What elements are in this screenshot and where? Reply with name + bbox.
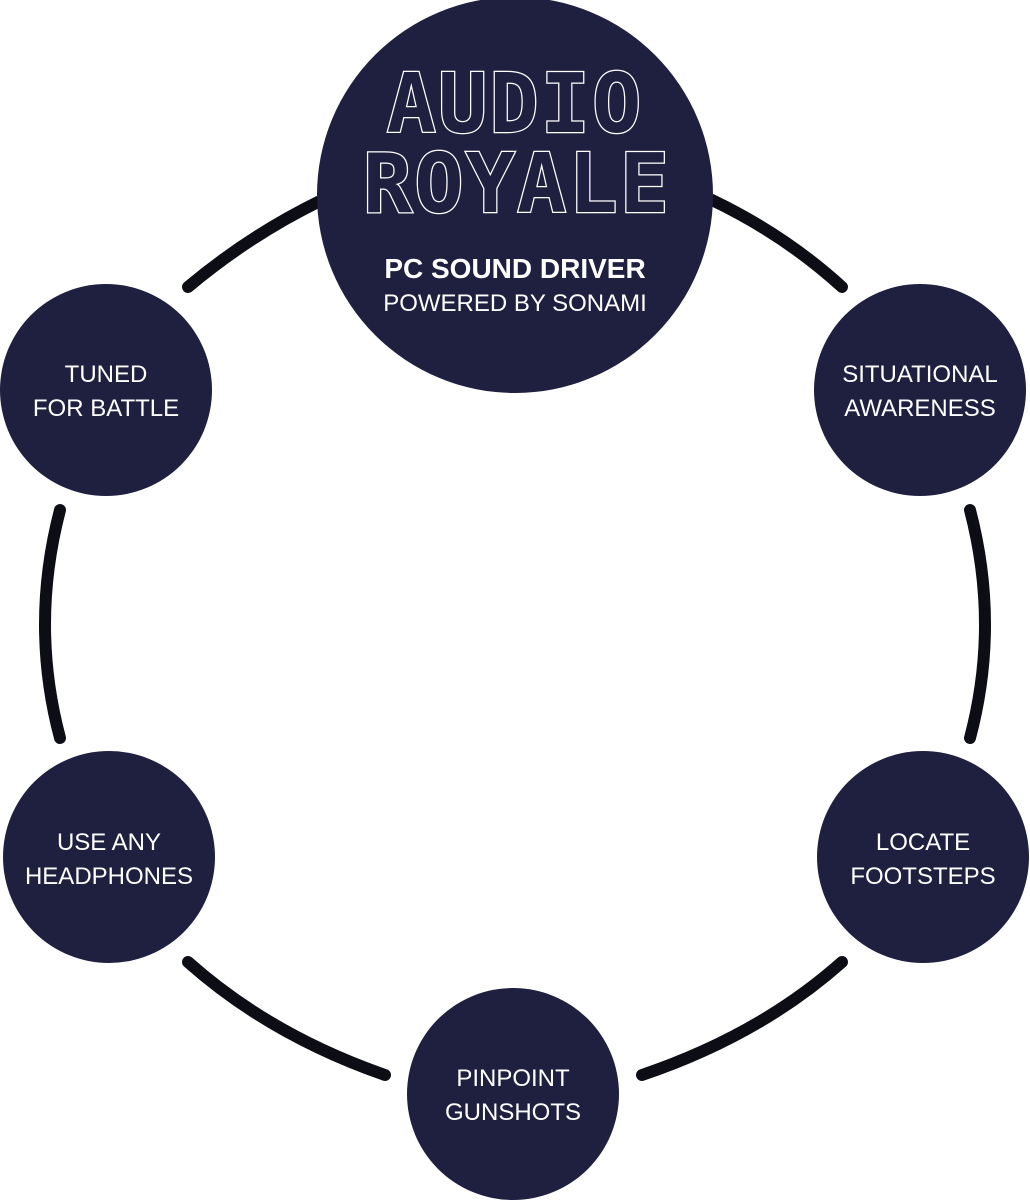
center-node: AUDIO ROYALE PC SOUND DRIVER POWERED BY … bbox=[317, 0, 713, 393]
ring-connectors bbox=[39, 194, 991, 1081]
feature-circle bbox=[3, 751, 215, 963]
connector-bottom-right bbox=[636, 956, 848, 1081]
feature-node-pinpoint-gunshots: PINPOINT GUNSHOTS bbox=[407, 988, 619, 1200]
product-subtitle: PC SOUND DRIVER bbox=[384, 253, 645, 284]
feature-circle bbox=[407, 988, 619, 1200]
feature-node-use-any-headphones: USE ANY HEADPHONES bbox=[3, 751, 215, 963]
feature-label-line-1: SITUATIONAL bbox=[842, 361, 998, 388]
feature-node-tuned-for-battle: TUNED FOR BATTLE bbox=[0, 284, 212, 496]
connector-bottom-left bbox=[182, 956, 391, 1081]
product-tagline: POWERED BY SONAMI bbox=[383, 290, 647, 317]
feature-label-line-2: GUNSHOTS bbox=[445, 1099, 581, 1126]
feature-circle bbox=[0, 284, 212, 496]
connector-top-right bbox=[706, 194, 848, 293]
feature-label-line-1: TUNED bbox=[65, 361, 148, 388]
feature-label-line-2: HEADPHONES bbox=[25, 863, 193, 890]
feature-label-line-2: FOR BATTLE bbox=[33, 395, 179, 422]
feature-circle bbox=[817, 751, 1029, 963]
feature-label-line-1: PINPOINT bbox=[456, 1065, 570, 1092]
feature-label-line-1: USE ANY bbox=[57, 829, 161, 856]
feature-node-situational-awareness: SITUATIONAL AWARENESS bbox=[814, 284, 1026, 496]
product-title-line-2: ROYALE bbox=[363, 137, 671, 232]
center-circle bbox=[317, 0, 713, 393]
feature-label-line-1: LOCATE bbox=[876, 829, 970, 856]
feature-label-line-2: AWARENESS bbox=[844, 395, 996, 422]
feature-circle bbox=[814, 284, 1026, 496]
feature-label-line-2: FOOTSTEPS bbox=[850, 863, 995, 890]
connector-left bbox=[39, 504, 66, 744]
connector-top-left bbox=[182, 194, 328, 293]
feature-node-locate-footsteps: LOCATE FOOTSTEPS bbox=[817, 751, 1029, 963]
connector-right bbox=[964, 504, 991, 744]
product-title-line-1: AUDIO bbox=[387, 57, 644, 152]
